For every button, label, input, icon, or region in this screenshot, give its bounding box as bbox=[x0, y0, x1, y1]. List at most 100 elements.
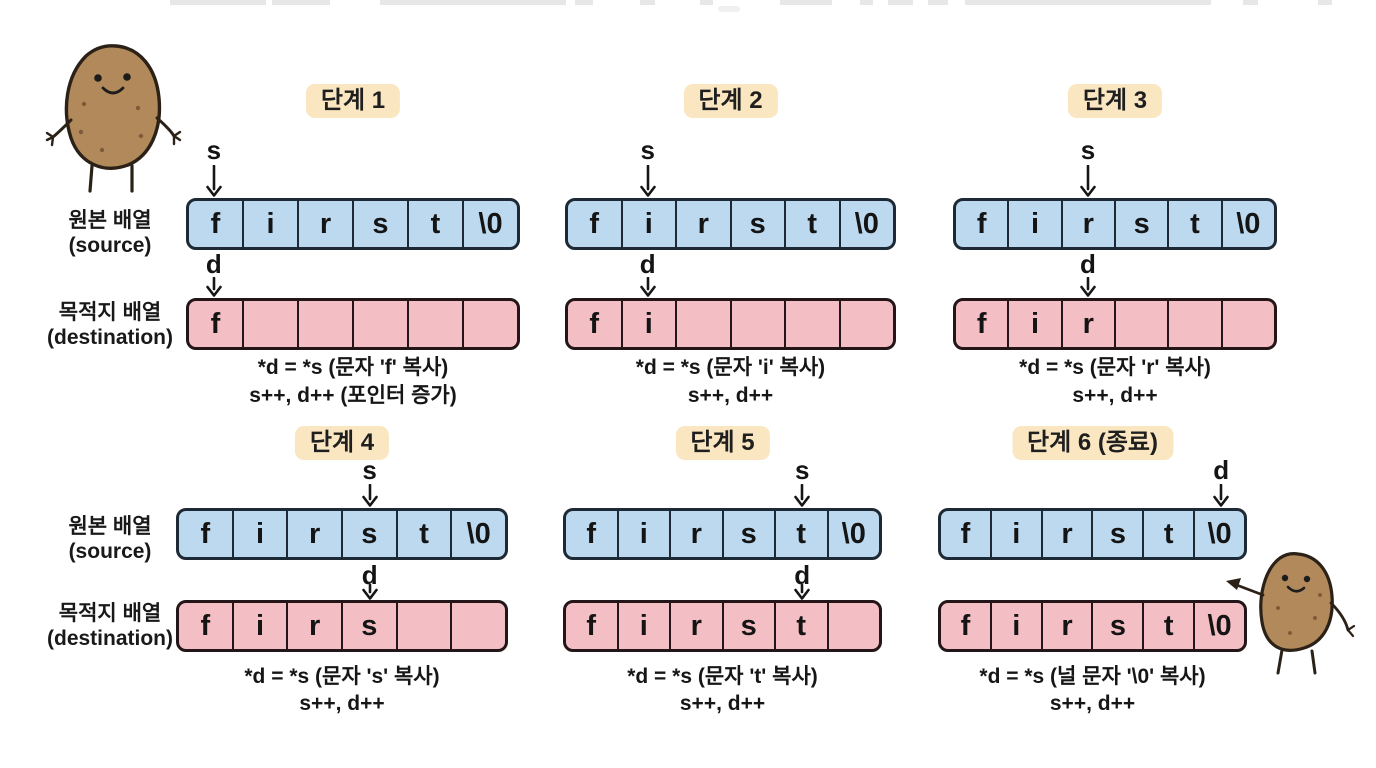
destination-cell: f bbox=[189, 301, 244, 347]
destination-cell bbox=[299, 301, 354, 347]
destination-cell bbox=[786, 301, 841, 347]
destination-cell bbox=[1223, 301, 1274, 347]
top-crop-artifact-segment bbox=[860, 0, 873, 5]
top-crop-artifact-segment bbox=[700, 0, 713, 5]
top-crop-artifact-segment bbox=[575, 0, 593, 5]
dest-array-label-korean: 목적지 배열 bbox=[58, 602, 162, 625]
source-cell: t bbox=[1169, 201, 1223, 247]
step-caption-line1: *d = *s (문자 't' 복사) bbox=[627, 665, 818, 688]
top-crop-artifact-segment bbox=[272, 0, 330, 5]
step-caption-line2: s++, d++ bbox=[687, 384, 774, 407]
top-crop-artifact-segment bbox=[1318, 0, 1332, 5]
step-badge: 단계 5 bbox=[675, 426, 770, 460]
destination-cell: t bbox=[776, 603, 829, 649]
step-badge: 단계 3 bbox=[1067, 84, 1163, 118]
destination-cell: t bbox=[1144, 603, 1196, 649]
destination-cell: r bbox=[1043, 603, 1094, 649]
pointer-s-label: s bbox=[206, 135, 222, 165]
dest-array-label-bottom: 목적지 배열 (destination) bbox=[3, 601, 217, 651]
source-cell: f bbox=[956, 201, 1010, 247]
source-cell: \0 bbox=[466, 517, 491, 550]
source-array-label-bottom: 원본 배열 (source) bbox=[3, 514, 217, 564]
source-array-label-english: (source) bbox=[68, 540, 152, 563]
top-crop-artifact-segment bbox=[380, 0, 566, 5]
destination-cell: i bbox=[234, 603, 289, 649]
source-cell: t bbox=[398, 511, 453, 557]
top-crop-artifact-segment bbox=[640, 0, 655, 5]
step-caption-line1: *d = *s (문자 'f' 복사) bbox=[257, 356, 449, 379]
source-cell: i bbox=[244, 201, 299, 247]
top-crop-artifact-segment bbox=[888, 0, 913, 5]
source-cell: f bbox=[568, 201, 623, 247]
source-cell: r bbox=[288, 511, 344, 557]
source-cell: i bbox=[623, 201, 677, 247]
pointer-d-label: d bbox=[361, 560, 378, 590]
destination-cell: r bbox=[288, 603, 344, 649]
pointer-down-arrow bbox=[359, 483, 381, 507]
source-cell: t bbox=[776, 511, 829, 557]
destination-cell: r bbox=[1063, 301, 1116, 347]
potato-mascot-left bbox=[45, 44, 182, 193]
source-cell: t bbox=[786, 201, 841, 247]
pointer-down-arrow bbox=[791, 583, 813, 600]
source-cell: i bbox=[992, 511, 1043, 557]
destination-cell: i bbox=[992, 603, 1043, 649]
step-caption-line1: *d = *s (문자 'r' 복사) bbox=[1019, 356, 1211, 379]
step-caption-line1: *d = *s (문자 'i' 복사) bbox=[635, 356, 826, 379]
dest-array-label-top: 목적지 배열 (destination) bbox=[3, 300, 217, 350]
top-crop-artifact-segment bbox=[780, 0, 832, 5]
destination-cell: r bbox=[671, 603, 724, 649]
top-crop-artifact-segment bbox=[928, 0, 948, 5]
pointer-s-label: s bbox=[1080, 135, 1096, 165]
destination-array: f bbox=[186, 298, 520, 350]
source-cell: \0 bbox=[854, 207, 879, 240]
step-caption-line2: s++, d++ bbox=[1072, 384, 1158, 407]
destination-cell bbox=[732, 301, 786, 347]
potato-mascot-right bbox=[1226, 552, 1356, 675]
step-badge: 단계 4 bbox=[294, 426, 390, 460]
step-caption-line2: s++, d++ bbox=[299, 692, 385, 715]
destination-cell: f bbox=[179, 603, 234, 649]
source-cell: f bbox=[179, 511, 234, 557]
source-cell: t bbox=[409, 201, 464, 247]
step-caption-line2: s++, d++ bbox=[1049, 692, 1136, 715]
destination-cell bbox=[452, 603, 505, 649]
step-badge: 단계 2 bbox=[683, 84, 778, 118]
source-array-label-korean: 원본 배열 bbox=[68, 515, 152, 538]
source-cell: r bbox=[677, 201, 732, 247]
destination-cell bbox=[829, 603, 880, 649]
dest-array-label-korean: 목적지 배열 bbox=[58, 301, 162, 324]
destination-cell: s bbox=[1093, 603, 1145, 649]
source-cell: \0 bbox=[841, 517, 866, 550]
pointer-down-arrow bbox=[637, 164, 659, 197]
pointer-s-label: s bbox=[640, 135, 655, 165]
destination-cell bbox=[409, 301, 464, 347]
source-cell: r bbox=[299, 201, 354, 247]
pointer-d-label: d bbox=[1213, 455, 1230, 485]
pointer-down-arrow bbox=[359, 583, 381, 600]
pointer-d-label: d bbox=[794, 560, 811, 590]
source-cell: i bbox=[1009, 201, 1063, 247]
step-caption-line1: *d = *s (문자 's' 복사) bbox=[244, 665, 440, 688]
pointer-down-arrow bbox=[1077, 164, 1099, 197]
source-cell: r bbox=[1063, 201, 1116, 247]
source-cell: s bbox=[354, 201, 409, 247]
source-cell: r bbox=[671, 511, 724, 557]
source-cell: s bbox=[1093, 511, 1145, 557]
step-badge: 단계 6 (종료) bbox=[1012, 426, 1173, 460]
source-cell: s bbox=[1116, 201, 1170, 247]
dest-array-label-english: (destination) bbox=[47, 627, 173, 650]
source-cell: s bbox=[343, 511, 398, 557]
source-array-label-english: (source) bbox=[68, 234, 152, 257]
pointer-down-arrow bbox=[637, 276, 659, 297]
